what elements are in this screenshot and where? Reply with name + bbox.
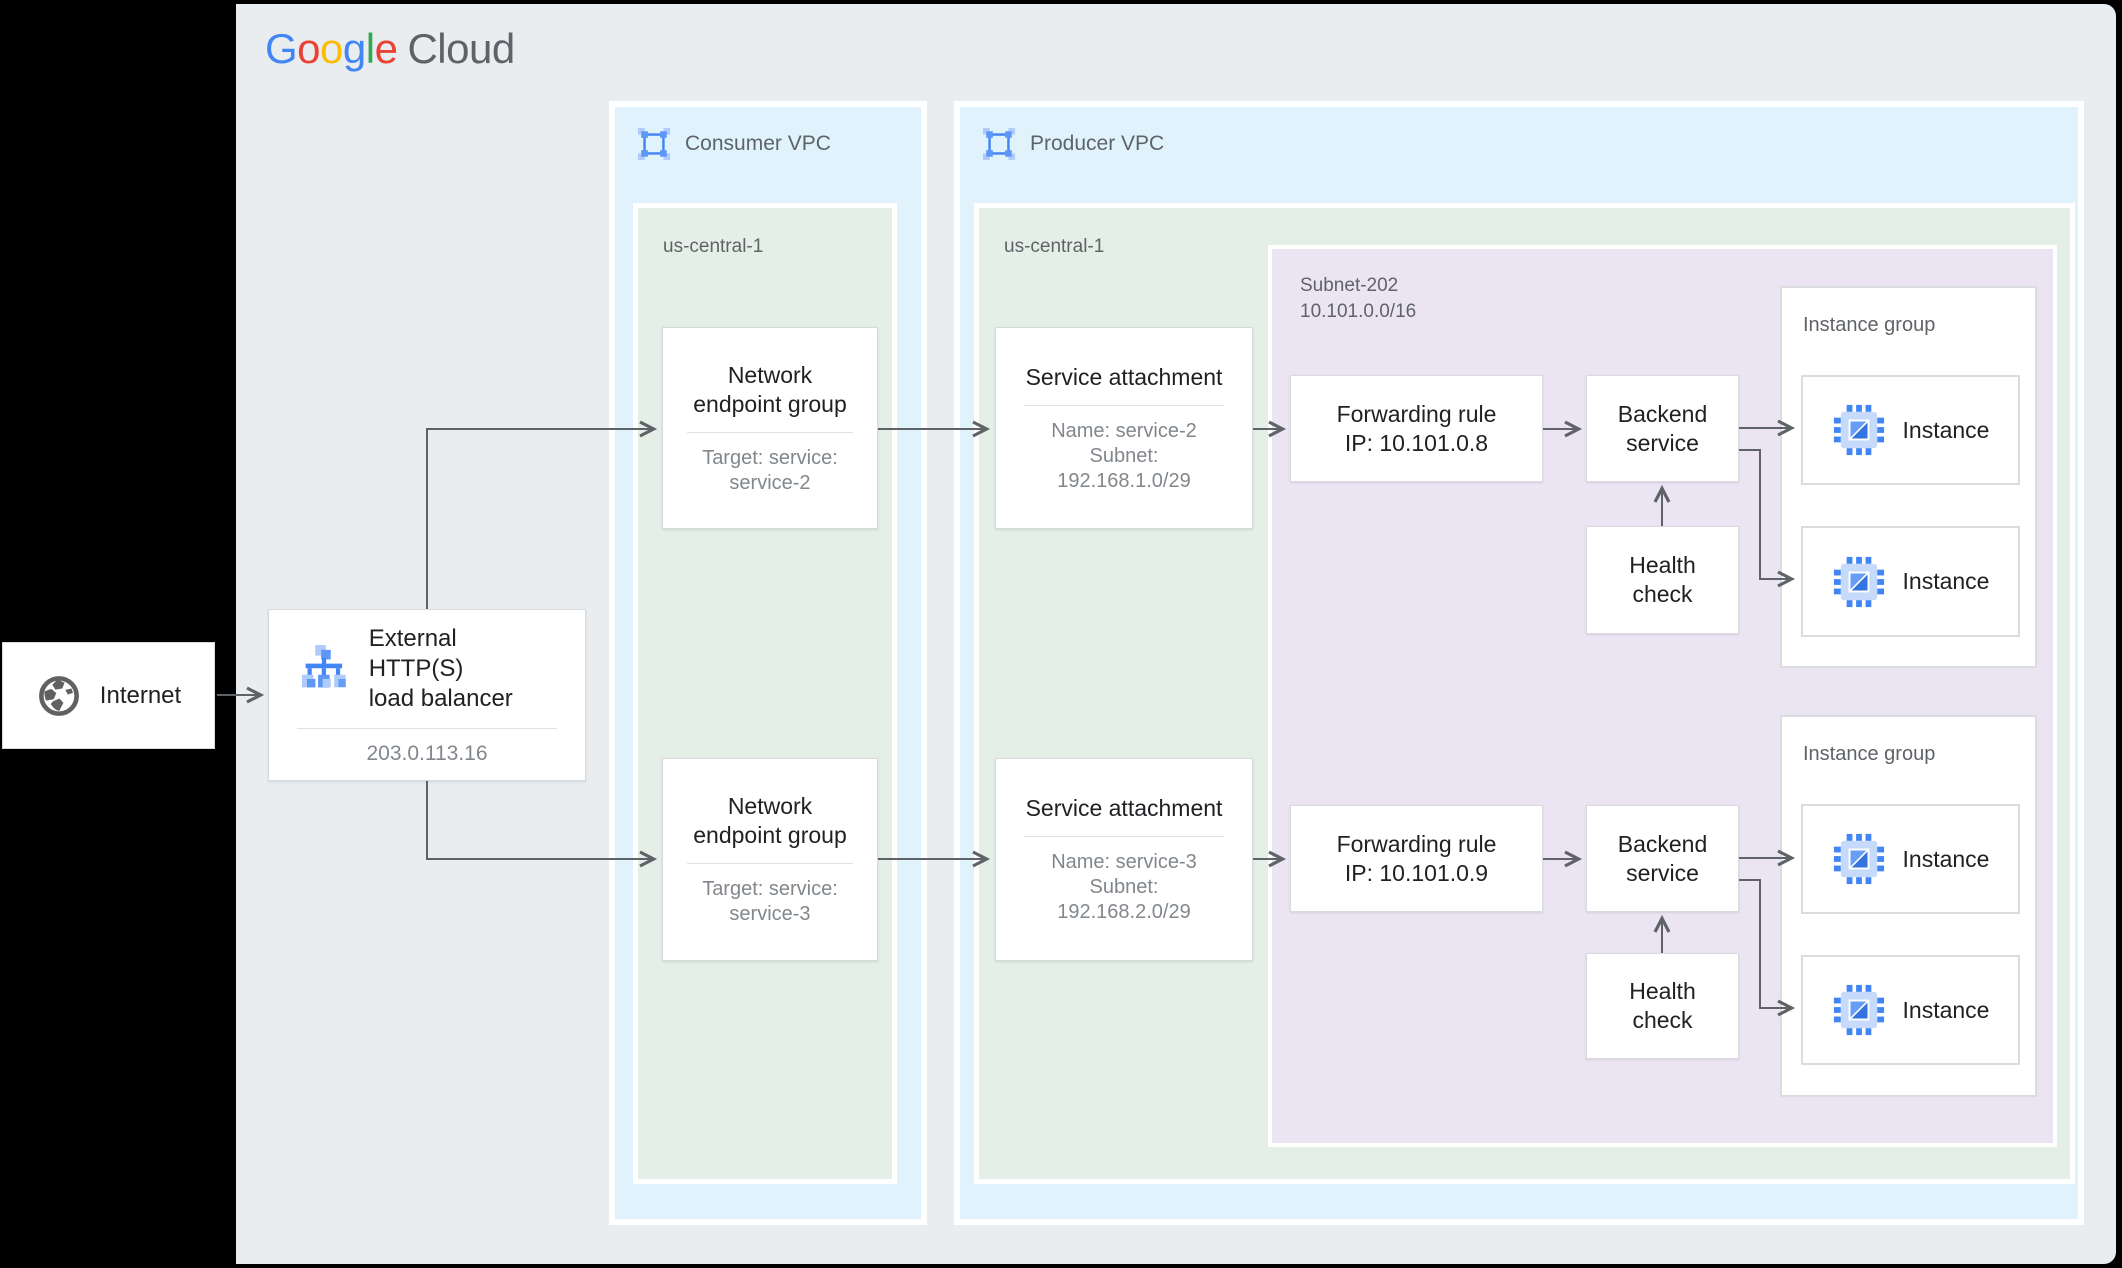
- forwarding-rule-2-label: Forwarding rule IP: 10.101.0.9: [1336, 830, 1497, 886]
- load-balancer-title: External HTTP(S) load balancer: [368, 625, 513, 712]
- load-balancer-ip: 203.0.113.16: [366, 742, 488, 765]
- divider: [686, 863, 854, 864]
- service-attachment-2: Service attachment Name: service-3 Subne…: [995, 758, 1253, 961]
- health-check-2: Health check: [1586, 953, 1739, 1059]
- divider: [686, 431, 854, 433]
- backend-service-1-label: Backend service: [1617, 400, 1708, 456]
- instance-2-2: Instance: [1801, 955, 2020, 1065]
- consumer-vpc-header: Consumer VPC: [637, 127, 831, 161]
- network-endpoint-group-1: Network endpoint group Target: service: …: [662, 327, 878, 529]
- service-attachment-2-title: Service attachment: [1025, 795, 1223, 821]
- instance-label: Instance: [1902, 568, 1990, 594]
- service-attachment-1-subtitle: Name: service-2 Subnet: 192.168.1.0/29: [1051, 419, 1197, 492]
- neg-1-title: Network endpoint group: [693, 361, 847, 417]
- instance-1-1: Instance: [1801, 375, 2020, 485]
- network-endpoint-group-2: Network endpoint group Target: service: …: [662, 758, 878, 961]
- logo-letter: g: [342, 25, 366, 72]
- logo-letter: o: [297, 25, 321, 72]
- consumer-region-label: us-central-1: [663, 236, 764, 257]
- divider: [1024, 836, 1224, 837]
- neg-1-subtitle: Target: service: service-2: [702, 446, 838, 494]
- forwarding-rule-1: Forwarding rule IP: 10.101.0.8: [1290, 375, 1543, 482]
- instance-chip-icon: [1833, 404, 1884, 456]
- load-balancer-node: External HTTP(S) load balancer 203.0.113…: [268, 609, 586, 781]
- neg-2-subtitle: Target: service: service-3: [702, 878, 838, 925]
- producer-vpc-label: Producer VPC: [1030, 132, 1165, 155]
- service-attachment-1-title: Service attachment: [1025, 363, 1223, 390]
- instance-label: Instance: [1902, 845, 1990, 872]
- instance-2-1: Instance: [1801, 804, 2020, 914]
- forwarding-rule-1-label: Forwarding rule IP: 10.101.0.8: [1336, 400, 1497, 456]
- internet-label: Internet: [99, 682, 182, 709]
- load-balancer-row: External HTTP(S) load balancer: [297, 624, 557, 714]
- forwarding-rule-2: Forwarding rule IP: 10.101.0.9: [1290, 805, 1543, 912]
- neg-2-title: Network endpoint group: [693, 793, 847, 848]
- instance-label: Instance: [1902, 416, 1990, 443]
- logo-letter: e: [374, 25, 398, 72]
- logo-cloud-text: Cloud: [407, 25, 515, 72]
- logo-letter: o: [320, 25, 343, 72]
- divider: [297, 728, 557, 729]
- service-attachment-2-subtitle: Name: service-3 Subnet: 192.168.2.0/29: [1051, 851, 1197, 923]
- instance-group-1: Instance group Instance: [1780, 286, 2037, 668]
- producer-vpc-header: Producer VPC: [982, 127, 1164, 161]
- instance-group-2-label: Instance group: [1803, 743, 1936, 765]
- backend-service-2: Backend service: [1586, 805, 1739, 912]
- consumer-vpc-label: Consumer VPC: [685, 132, 831, 155]
- instance-group-2: Instance group Instance: [1780, 715, 2037, 1097]
- divider: [1024, 404, 1224, 406]
- instance-chip-icon: [1833, 833, 1884, 885]
- instance-group-1-label: Instance group: [1803, 314, 1936, 336]
- health-check-2-label: Health check: [1629, 978, 1696, 1033]
- instance-1-2: Instance: [1801, 526, 2020, 637]
- load-balancer-icon: [301, 645, 346, 688]
- health-check-1: Health check: [1586, 526, 1739, 634]
- instance-chip-icon: [1833, 984, 1884, 1036]
- vpc-network-icon: [637, 127, 671, 161]
- globe-icon: [38, 675, 79, 716]
- service-attachment-1: Service attachment Name: service-2 Subne…: [995, 327, 1253, 529]
- logo-letter: l: [365, 25, 375, 72]
- backend-service-1: Backend service: [1586, 375, 1739, 482]
- backend-service-2-label: Backend service: [1617, 830, 1708, 886]
- instance-label: Instance: [1902, 996, 1990, 1023]
- instance-chip-icon: [1833, 556, 1884, 607]
- health-check-1-label: Health check: [1629, 552, 1696, 607]
- producer-region-label: us-central-1: [1004, 236, 1105, 257]
- logo-letter: G: [265, 25, 298, 72]
- vpc-network-icon: [982, 127, 1016, 161]
- subnet-label: Subnet-202 10.101.0.0/16: [1300, 275, 1417, 322]
- internet-node: Internet: [2, 642, 215, 749]
